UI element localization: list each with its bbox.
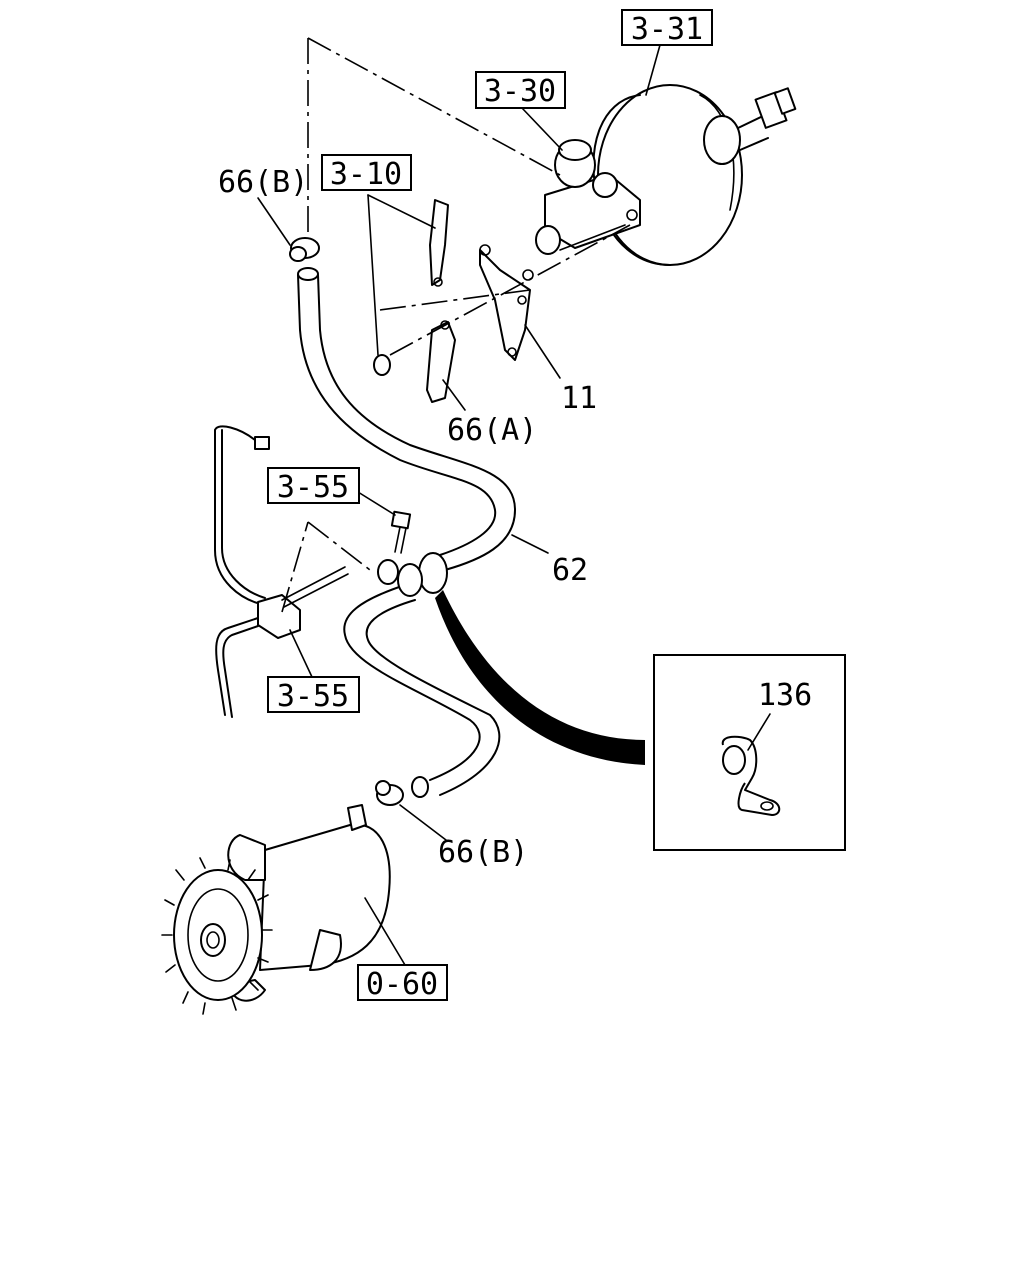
label-0-60: 0-60 [366,967,438,1002]
hose-clip-66b-bottom [375,780,404,806]
label-11: 11 [561,381,597,416]
leader-lines [257,37,771,966]
bracket-assembly [373,199,631,403]
label-66b-top: 66(B) [218,165,308,200]
label-3-55-bottom: 3-55 [277,679,349,714]
label-3-31: 3-31 [631,12,703,47]
label-66a: 66(A) [447,413,537,448]
detail-inset [435,590,846,851]
ref-box-3-30 [475,71,566,109]
vacuum-booster [592,84,797,266]
ref-box-3-55-bottom [267,676,360,713]
label-3-30: 3-30 [484,74,556,109]
label-3-10: 3-10 [330,157,402,192]
vacuum-hose [297,267,516,798]
bolt [390,510,412,554]
label-3-55-top: 3-55 [277,470,349,505]
hose-clip-66b-top [289,237,320,262]
ref-box-3-31 [621,9,713,46]
ref-box-0-60 [357,964,448,1001]
ref-box-3-10 [321,154,412,191]
ref-box-3-55-top [267,467,360,504]
vacuum-pipe-and-union [214,425,371,718]
alternator-vacuum-pump [161,804,391,1015]
label-62: 62 [552,553,588,588]
detail-pointer [435,590,645,765]
master-cylinder [535,139,641,255]
label-66b-bottom: 66(B) [438,835,528,870]
label-136: 136 [758,678,812,713]
